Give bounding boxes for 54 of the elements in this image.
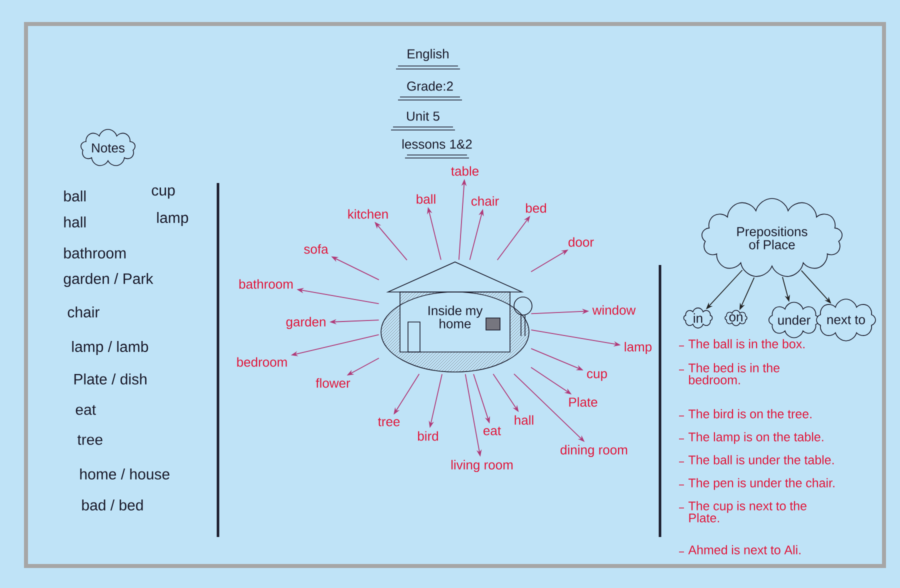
word-label: bathroom bbox=[64, 247, 126, 258]
word-label: window bbox=[592, 305, 636, 315]
word-label: cup bbox=[587, 371, 607, 381]
word-label: hall bbox=[514, 415, 534, 425]
sentence: The bed is in the bedroom. bbox=[688, 363, 780, 384]
word-label: tree bbox=[378, 418, 400, 426]
word-label: Plate / dish bbox=[74, 373, 146, 384]
heading: Grade:2 bbox=[407, 81, 453, 91]
word-label: dining room bbox=[560, 444, 628, 458]
word-label: kitchen bbox=[348, 209, 388, 219]
word-label: bed bbox=[526, 203, 546, 213]
word-label: ball bbox=[64, 190, 86, 202]
word-label: tree bbox=[77, 435, 102, 445]
word-label: chair bbox=[68, 306, 100, 318]
word-label: lamp / lamb bbox=[72, 341, 148, 355]
heading: Unit 5 bbox=[407, 111, 440, 121]
word-label: bathroom bbox=[239, 279, 293, 289]
word-label: bad / bed bbox=[82, 499, 143, 510]
word-label: table bbox=[451, 166, 479, 176]
heading: lessons 1&2 bbox=[402, 139, 472, 149]
word-label: living room bbox=[451, 460, 513, 472]
word-label: garden / Park bbox=[64, 273, 154, 287]
word-label: bird bbox=[418, 431, 438, 441]
sentence: The lamp is on the table. bbox=[688, 432, 824, 444]
cloud-label: Notes bbox=[80, 128, 136, 166]
house-drawing: Inside my home bbox=[380, 262, 532, 372]
word-label: door bbox=[568, 237, 594, 247]
cloud-label: Prepositions of Place bbox=[702, 198, 842, 277]
sentence: Ahmed is next to Ali. bbox=[688, 545, 800, 554]
sentence: The ball is in the box. bbox=[688, 339, 804, 348]
word-label: flower bbox=[316, 378, 350, 388]
word-label: ball bbox=[416, 194, 436, 204]
sentence: The bird is on the tree. bbox=[688, 409, 812, 418]
word-label: sofa bbox=[304, 244, 328, 254]
word-label: Plate bbox=[569, 397, 598, 407]
cloud-label: next to bbox=[816, 298, 876, 342]
word-label: garden bbox=[286, 316, 326, 330]
word-label: hall bbox=[64, 216, 86, 228]
word-label: chair bbox=[471, 196, 499, 206]
word-label: eat bbox=[484, 426, 501, 436]
word-label: lamp bbox=[624, 342, 652, 354]
word-label: lamp bbox=[157, 212, 188, 226]
word-label: eat bbox=[76, 405, 96, 415]
word-label: bedroom bbox=[237, 357, 287, 367]
sentence: The cup is next to the Plate. bbox=[688, 501, 806, 522]
cloud-label: on bbox=[724, 310, 748, 326]
cloud-label: in bbox=[683, 308, 713, 328]
sentence: The pen is under the chair. bbox=[688, 478, 834, 490]
cloud-label: under bbox=[768, 302, 820, 338]
heading: English bbox=[408, 48, 448, 62]
sentence: The ball is under the table. bbox=[688, 455, 834, 464]
word-label: home / house bbox=[80, 468, 170, 480]
node-label: Inside my home bbox=[428, 306, 483, 328]
word-label: cup bbox=[152, 187, 175, 199]
